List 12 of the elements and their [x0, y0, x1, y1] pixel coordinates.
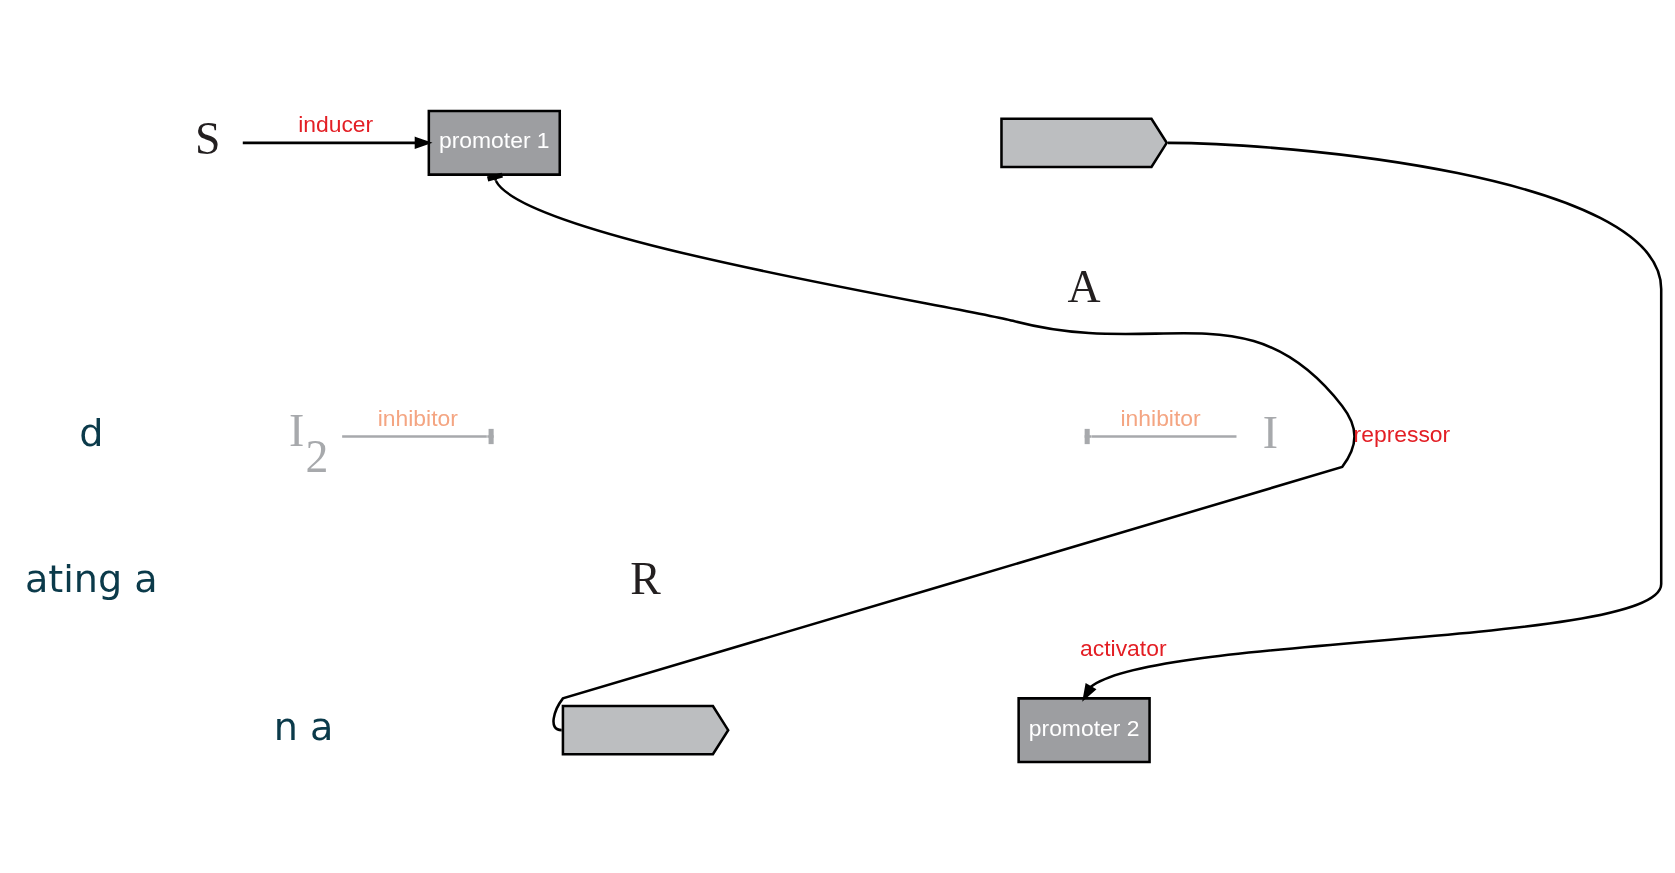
label: A — [1067, 260, 1101, 312]
label: d — [79, 411, 104, 456]
edge-label: inhibitor — [377, 404, 458, 431]
edge-label: inducer — [298, 110, 374, 137]
label: ating a — [24, 557, 158, 602]
edge-label: activator — [1080, 635, 1167, 662]
label: R — [630, 552, 661, 604]
edge-label: repressor — [1353, 421, 1451, 448]
node-text: S — [194, 113, 221, 165]
label: n a — [273, 704, 334, 749]
node-text: I — [1262, 406, 1278, 458]
edge-label: inhibitor — [1120, 404, 1201, 431]
